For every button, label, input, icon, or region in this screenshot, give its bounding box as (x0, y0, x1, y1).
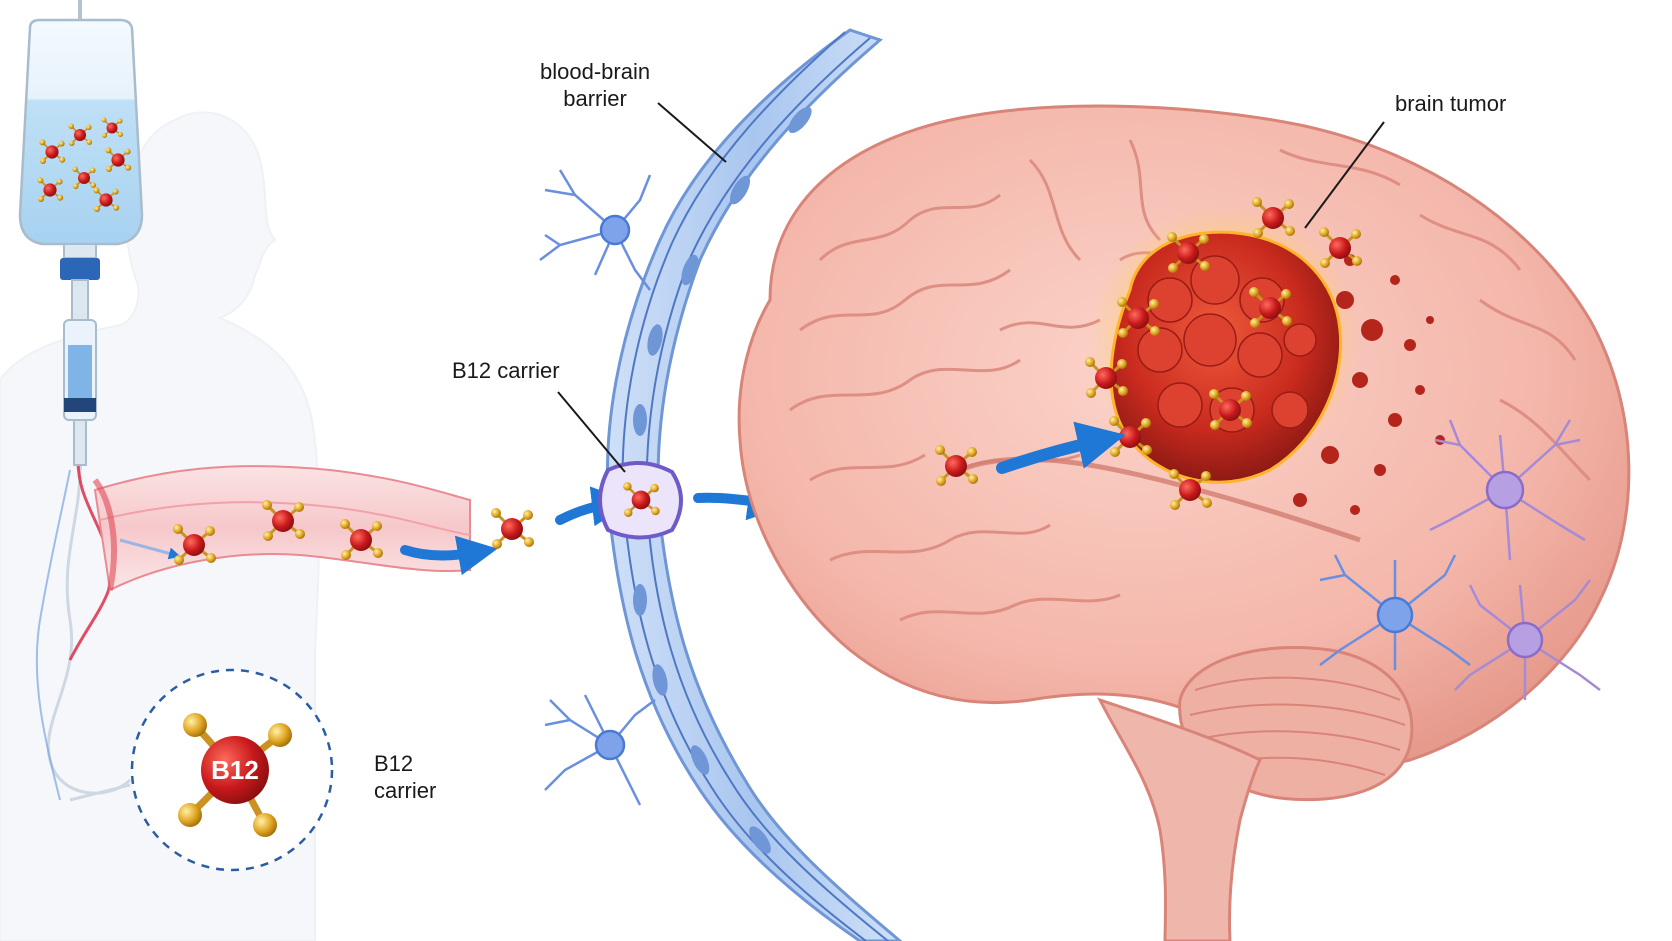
neuron-purple-1 (1429, 419, 1586, 561)
label-b12-carrier-inset: B12 carrier (374, 750, 436, 804)
callout-line-bbb (657, 102, 727, 163)
callout-line-tumor (1304, 121, 1385, 229)
inset-molecule-label: B12 (211, 755, 259, 785)
neuron-barrier-bottom (544, 694, 656, 806)
callout-lines (557, 102, 1385, 473)
iv-bag (18, 0, 144, 466)
label-b12-carrier-text: B12 carrier (452, 358, 560, 383)
flow-arrow-5 (996, 421, 1126, 474)
label-brain-tumor: brain tumor (1395, 90, 1506, 117)
label-bbb-line1: blood-brain (540, 59, 651, 84)
callout-line-carrier (557, 391, 626, 473)
label-inset-line2: carrier (374, 778, 437, 803)
neuron-barrier-top (539, 169, 652, 291)
b12-carrier-inset: B12 (69, 668, 334, 872)
label-b12-carrier-barrier: B12 carrier (452, 357, 560, 384)
free-molecule-1 (489, 506, 536, 551)
label-inset-line1: B12 (374, 751, 414, 776)
label-brain-tumor-text: brain tumor (1395, 91, 1507, 116)
b12-transporter (598, 460, 683, 540)
neuron-blue-1 (1319, 554, 1471, 670)
neuron-purple-2 (1454, 579, 1601, 700)
label-bbb-line2: barrier (563, 86, 627, 111)
label-blood-brain-barrier: blood-brain barrier (540, 58, 650, 112)
flow-arrow-1 (400, 535, 498, 576)
